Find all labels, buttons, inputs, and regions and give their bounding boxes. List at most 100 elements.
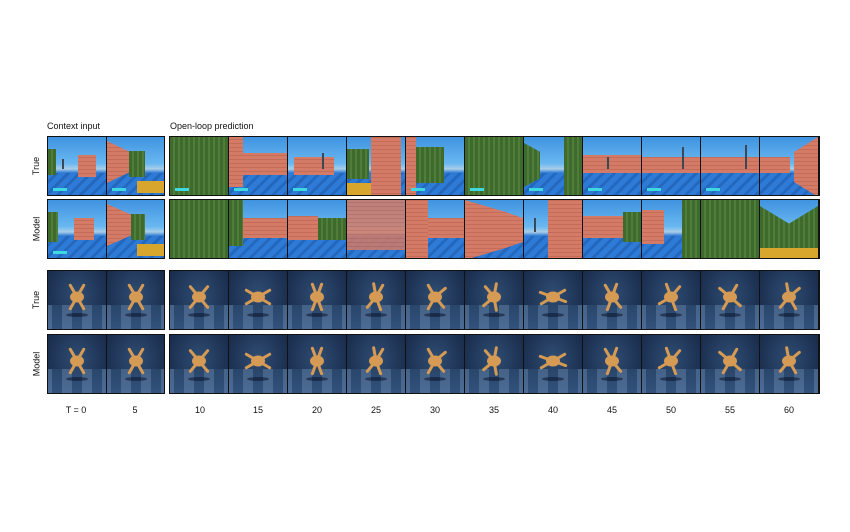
frame-model-walker-50 [642,335,700,393]
walker-body [129,355,143,367]
walker-body [723,291,737,303]
frame-model-maze-50 [642,200,700,258]
frame-true-maze-10 [170,137,228,195]
walker-shadow [247,312,269,317]
walker-shadow [719,312,741,317]
walker-body [723,355,737,367]
prediction-strip-true-maze [169,136,820,196]
time-label-45: 45 [606,405,617,415]
frame-true-walker-10 [170,271,228,329]
frame-model-maze-35 [465,200,523,258]
prediction-strip-model-walker [169,334,820,394]
walker-body [251,355,265,367]
row-label-true-maze: True [30,156,41,176]
frame-model-walker-0 [48,335,106,393]
frame-model-maze-30 [406,200,464,258]
frame-model-walker-15 [229,335,287,393]
time-label-30: 30 [429,405,440,415]
walker-body [129,291,143,303]
walker-body [605,355,619,367]
context-strip-model-maze [47,199,165,259]
prediction-strip-true-walker [169,270,820,330]
frame-true-maze-45 [583,137,641,195]
walker-body [546,291,560,303]
frame-true-walker-55 [701,271,759,329]
frame-model-walker-25 [347,335,405,393]
walker-body [428,355,442,367]
frame-true-maze-50 [642,137,700,195]
walker-shadow [778,376,800,381]
walker-body [605,291,619,303]
frame-model-maze-20 [288,200,346,258]
walker-body [310,291,324,303]
walker-shadow [125,312,147,317]
frame-true-maze-40 [524,137,582,195]
walker-shadow [601,312,623,317]
prediction-strip-model-maze [169,199,820,259]
walker-shadow [306,376,328,381]
context-input-header: Context input [47,121,101,131]
frame-true-maze-15 [229,137,287,195]
time-label-20: 20 [311,405,322,415]
frame-model-maze-0 [48,200,106,258]
frame-model-maze-60 [760,200,818,258]
frame-true-maze-0 [48,137,106,195]
frame-model-walker-55 [701,335,759,393]
frame-model-maze-5 [107,200,164,258]
frame-model-maze-10 [170,200,228,258]
row-label-model-maze: Model [31,216,42,242]
frame-true-maze-60 [760,137,818,195]
walker-body [192,355,206,367]
walker-body [782,355,796,367]
open-loop-prediction-header: Open-loop prediction [170,121,254,131]
walker-shadow [719,376,741,381]
frame-true-walker-5 [107,271,164,329]
time-label-50: 50 [665,405,676,415]
walker-shadow [601,376,623,381]
row-label-true-walker: True [30,290,41,310]
time-label-35: 35 [488,405,499,415]
walker-body [782,291,796,303]
walker-body [487,355,501,367]
frame-model-walker-35 [465,335,523,393]
frame-model-walker-10 [170,335,228,393]
frame-model-walker-45 [583,335,641,393]
walker-body [251,291,265,303]
walker-body [546,355,560,367]
walker-shadow [306,312,328,317]
time-label-10: 10 [194,405,205,415]
frame-model-walker-30 [406,335,464,393]
frame-true-maze-25 [347,137,405,195]
time-label-25: 25 [370,405,381,415]
time-label-55: 55 [724,405,735,415]
context-strip-model-walker [47,334,165,394]
time-label-60: 60 [783,405,794,415]
walker-shadow [247,376,269,381]
walker-body [369,355,383,367]
walker-shadow [424,312,446,317]
frame-true-walker-40 [524,271,582,329]
walker-shadow [188,376,210,381]
walker-body [428,291,442,303]
walker-body [310,355,324,367]
walker-shadow [483,376,505,381]
walker-body [192,291,206,303]
walker-body [70,291,84,303]
walker-body [369,291,383,303]
time-label-0: T = 0 [65,405,87,415]
walker-shadow [660,376,682,381]
frame-true-walker-45 [583,271,641,329]
frame-true-maze-30 [406,137,464,195]
frame-model-maze-45 [583,200,641,258]
walker-shadow [542,376,564,381]
context-strip-true-maze [47,136,165,196]
walker-body [664,355,678,367]
frame-true-walker-15 [229,271,287,329]
frame-true-walker-60 [760,271,818,329]
walker-shadow [660,312,682,317]
walker-shadow [188,312,210,317]
frame-model-walker-40 [524,335,582,393]
time-label-15: 15 [252,405,263,415]
walker-body [487,291,501,303]
time-label-5: 5 [132,405,138,415]
